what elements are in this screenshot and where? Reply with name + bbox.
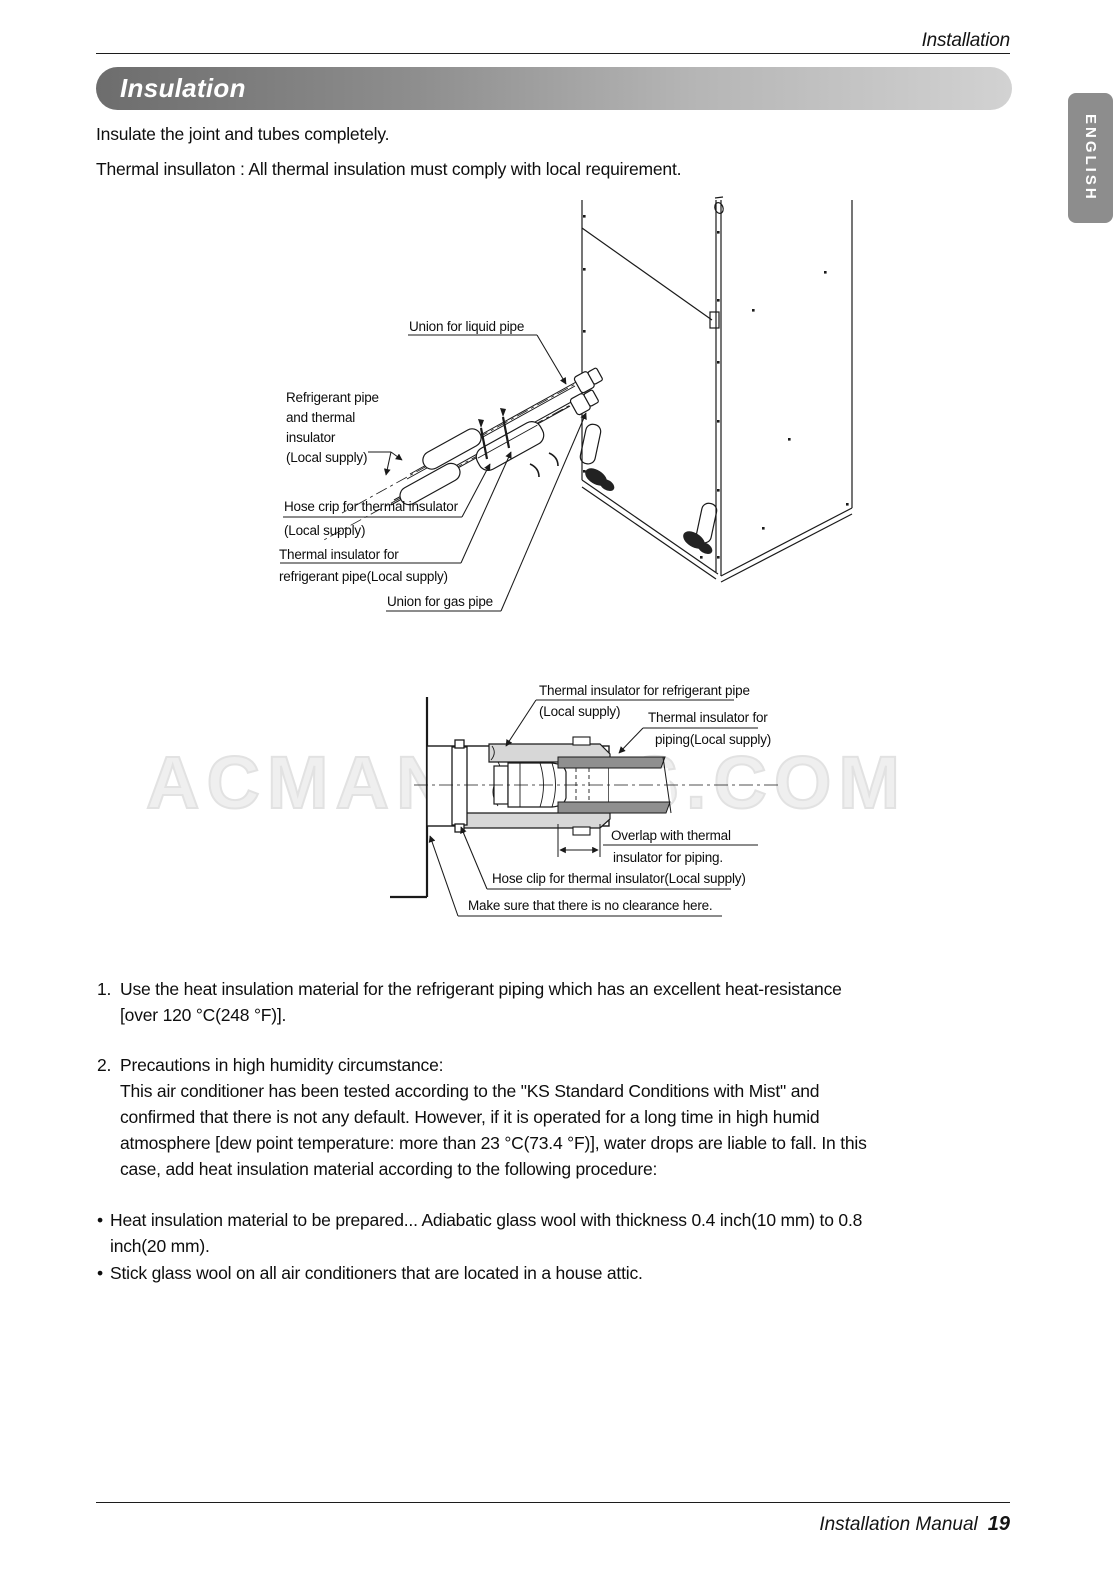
label-thermal-insulator-line1: Thermal insulator for (279, 547, 399, 562)
figure1-unit-piping-diagram (280, 196, 853, 612)
label-insulator-refrigerant-line2: (Local supply) (539, 704, 621, 719)
label-union-liquid-pipe: Union for liquid pipe (409, 319, 525, 334)
label-hose-crip-line1: Hose crip for thermal insulator (284, 499, 458, 514)
label-union-gas-pipe: Union for gas pipe (387, 594, 493, 609)
insulation-tubes (399, 421, 545, 506)
label-no-clearance: Make sure that there is no clearance her… (468, 898, 713, 913)
union-nut (493, 762, 567, 808)
note-2-heading: Precautions in high humidity circumstanc… (120, 1055, 444, 1075)
note-1-text: Use the heat insulation material for the… (120, 979, 842, 1025)
label-hose-crip-line2: (Local supply) (284, 523, 366, 538)
drain-fittings (585, 468, 713, 554)
bullet-2-marker: • (97, 1263, 103, 1283)
footer-page-number: 19 (987, 1513, 1010, 1535)
language-tab: ENGLISH (1068, 93, 1113, 223)
language-tab-label: ENGLISH (1082, 114, 1099, 202)
pipe-unions (569, 367, 603, 416)
wall-line (390, 697, 429, 899)
label-overlap-line2: insulator for piping. (613, 850, 723, 865)
header-rule (96, 53, 1010, 54)
figure2-leaders (428, 699, 758, 917)
intro-line-1: Insulate the joint and tubes completely. (96, 124, 390, 144)
label-insulator-piping-line2: piping(Local supply) (655, 732, 772, 747)
label-thermal-insulator-line2: refrigerant pipe(Local supply) (279, 569, 448, 584)
intro-line-2: Thermal insullaton : All thermal insulat… (96, 159, 682, 179)
figure2-insulation-section-diagram (390, 697, 782, 917)
label-hose-clip: Hose clip for thermal insulator(Local su… (492, 871, 746, 886)
unit-screws (583, 215, 849, 559)
footer-title: Installation Manual (819, 1514, 978, 1535)
footer-rule (96, 1502, 1010, 1503)
bullet-2-text: Stick glass wool on all air conditioners… (110, 1263, 643, 1283)
note-1-marker: 1. (97, 979, 112, 999)
section-header-bar: Insulation (96, 67, 1012, 110)
label-overlap-line1: Overlap with thermal (611, 828, 731, 843)
section-title: Insulation (120, 73, 246, 103)
unit-outline (579, 196, 853, 583)
note-2-marker: 2. (97, 1055, 112, 1075)
hose-clip-pins (478, 408, 559, 478)
hose-clip-ring (451, 739, 468, 833)
figure1-leaders (280, 334, 587, 612)
note-2-body: This air conditioner has been tested acc… (120, 1081, 867, 1179)
overlap-dimension (557, 824, 601, 857)
header-chapter-title: Installation (921, 30, 1011, 51)
bullet-1-marker: • (97, 1210, 103, 1230)
label-insulator-refrigerant-line1: Thermal insulator for refrigerant pipe (539, 683, 750, 698)
label-insulator-piping-line1: Thermal insulator for (648, 710, 768, 725)
footer: Installation Manual 19 (819, 1513, 1010, 1536)
label-refrigerant-pipe-insulator: Refrigerant pipe and thermal insulator (… (286, 390, 379, 465)
bullet-1-text: Heat insulation material to be prepared.… (110, 1210, 863, 1256)
